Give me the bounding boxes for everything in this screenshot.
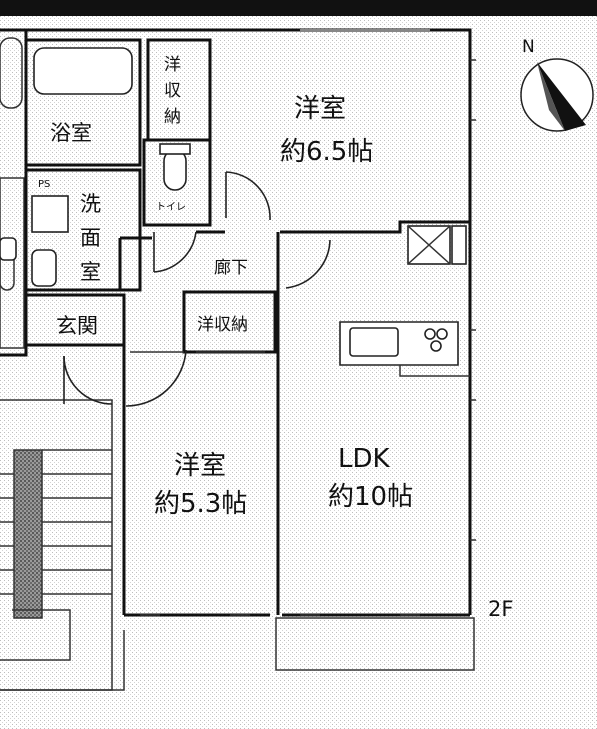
windows xyxy=(140,29,476,616)
toilet-bowl xyxy=(163,149,187,191)
room-entrance-name: 玄関 xyxy=(56,314,98,338)
closet-small-char1: 洋 xyxy=(164,55,181,75)
closet-small-char3: 納 xyxy=(164,107,181,127)
north-arrow-icon xyxy=(537,62,586,131)
room-washroom-char3: 室 xyxy=(80,260,101,284)
closet-small-char2: 収 xyxy=(164,81,181,101)
room-hallway-name: 廊下 xyxy=(214,258,248,278)
closet-hall-name: 洋収納 xyxy=(197,315,248,335)
washbasin xyxy=(31,249,57,287)
top-black-bar xyxy=(0,0,597,16)
doors xyxy=(63,171,331,407)
room-bathroom-name: 浴室 xyxy=(50,121,92,145)
staircase xyxy=(0,449,112,661)
room-lower-size: 約5.3帖 xyxy=(154,489,247,519)
room-upper-size: 約6.5帖 xyxy=(280,137,373,167)
compass: N xyxy=(520,37,594,132)
ps-label: PS xyxy=(38,179,50,190)
room-washroom-char2: 面 xyxy=(80,226,101,250)
compass-north-letter: N xyxy=(522,37,535,57)
room-upper-name: 洋室 xyxy=(294,94,346,124)
room-ldk-size: 約10帖 xyxy=(328,482,413,512)
fixtures xyxy=(0,47,191,287)
stair-rail xyxy=(13,449,43,619)
interior-walls xyxy=(26,38,470,615)
floor-label: 2F xyxy=(488,597,513,621)
room-washroom-char1: 洗 xyxy=(80,192,101,216)
room-ldk-name: LDK xyxy=(338,444,391,474)
balcony xyxy=(275,617,475,671)
room-toilet-name: トイレ xyxy=(156,202,186,213)
room-labels: 洋室 約6.5帖 洋室 約5.3帖 LDK 約10帖 浴室 洗 面 室 トイレ … xyxy=(38,55,413,519)
bathtub xyxy=(33,47,133,95)
room-lower-name: 洋室 xyxy=(174,451,226,481)
